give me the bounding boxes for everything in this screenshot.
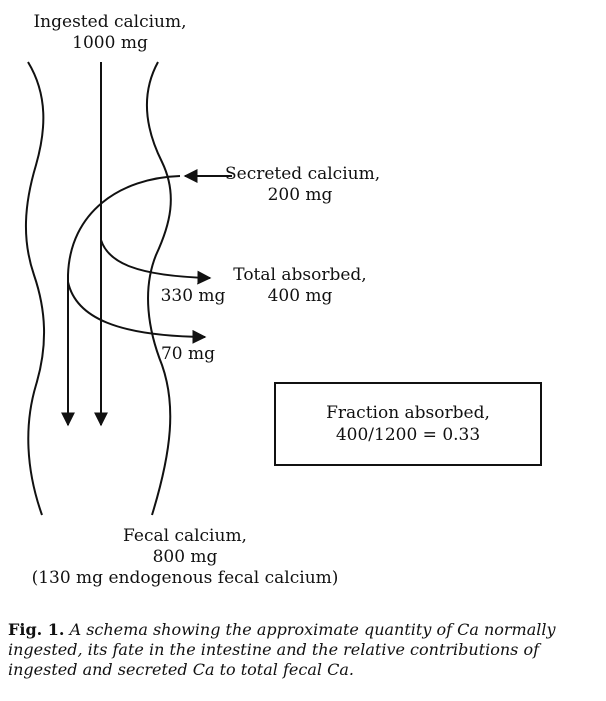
figure-caption-text: A schema showing the approximate quantit… bbox=[8, 620, 556, 679]
fecal-calcium-title: Fecal calcium, bbox=[123, 526, 247, 546]
absorbed-330-label: 330 mg bbox=[160, 286, 226, 306]
fraction-absorbed-box: Fraction absorbed, 400/1200 = 0.33 bbox=[274, 382, 542, 466]
figure-caption: Fig. 1. A schema showing the approximate… bbox=[8, 620, 588, 680]
fraction-absorbed-title: Fraction absorbed, bbox=[326, 403, 490, 423]
absorbed-330-arrow bbox=[100, 239, 212, 285]
absorbed-70-label: 70 mg bbox=[160, 344, 216, 364]
fecal-calcium-label: Fecal calcium, 800 mg (130 mg endogenous… bbox=[20, 526, 350, 589]
intestine-right-wall bbox=[146, 61, 172, 516]
secreted-calcium-amount: 200 mg bbox=[267, 185, 333, 205]
total-absorbed-amount: 400 mg bbox=[267, 286, 333, 306]
secreted-calcium-title: Secreted calcium, bbox=[225, 164, 381, 184]
ingested-calcium-title: Ingested calcium, bbox=[33, 12, 187, 32]
total-absorbed-title: Total absorbed, bbox=[233, 265, 367, 285]
figure-caption-label: Fig. 1. bbox=[8, 620, 65, 639]
ingested-calcium-amount: 1000 mg bbox=[72, 33, 148, 53]
intestine-left-wall bbox=[24, 61, 46, 516]
fraction-absorbed-value: 400/1200 = 0.33 bbox=[335, 425, 481, 445]
fecal-calcium-endogenous: (130 mg endogenous fecal calcium) bbox=[31, 568, 339, 588]
fecal-calcium-amount: 800 mg bbox=[152, 547, 218, 567]
secreted-flow-curve bbox=[61, 175, 181, 427]
total-absorbed-label: Total absorbed, 400 mg bbox=[225, 265, 375, 307]
ingested-calcium-label: Ingested calcium, 1000 mg bbox=[20, 12, 200, 54]
secreted-calcium-label: Secreted calcium, 200 mg bbox=[225, 164, 381, 206]
absorbed-70-arrow bbox=[67, 281, 207, 344]
